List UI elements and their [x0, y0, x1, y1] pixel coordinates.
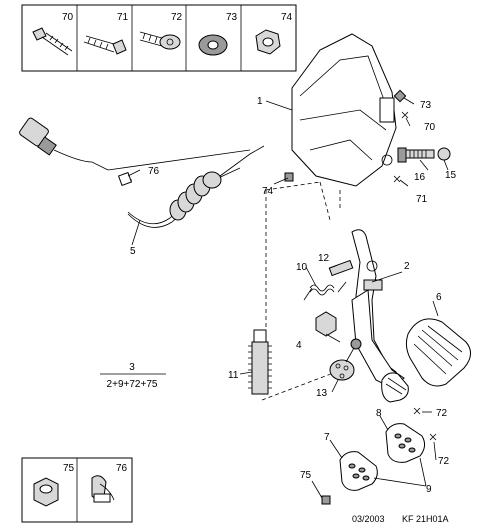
cable-boot [169, 171, 222, 221]
kit-formula: 3 2+9+72+75 [100, 362, 166, 390]
callout-4: 4 [296, 340, 302, 351]
legend-76-label: 76 [116, 463, 128, 474]
legend-70-label: 70 [62, 12, 74, 23]
callout-2: 2 [404, 261, 410, 272]
flange-bolt-icon [32, 27, 73, 56]
callout-73: 73 [420, 100, 432, 111]
pedal-housing [265, 33, 397, 187]
callout-75: 75 [300, 470, 312, 481]
clip-marker [117, 171, 133, 187]
pivot-pin [328, 259, 354, 277]
footer-date: 03/2003 [352, 514, 385, 524]
bushing [315, 311, 337, 337]
guide-lines [261, 181, 341, 401]
legend-75-label: 75 [63, 463, 75, 474]
legend-73-label: 73 [226, 12, 238, 23]
hex-bolt-icon [83, 35, 127, 55]
cable-clip-icon [91, 475, 115, 503]
callout-8: 8 [376, 408, 382, 419]
pedal-pad-8 [385, 423, 426, 463]
legend-top: 70 71 72 73 74 [21, 4, 297, 72]
callout-11: 11 [228, 370, 239, 381]
callout-70: 70 [424, 122, 436, 133]
leader-lines [127, 97, 449, 499]
return-spring [303, 281, 347, 301]
callout-72b: 72 [438, 456, 450, 467]
brake-pedal-arm [351, 289, 405, 389]
callout-1: 1 [257, 96, 263, 107]
clutch-cable [19, 117, 265, 228]
legend-bottom: 75 76 [21, 457, 133, 523]
callout-5: 5 [130, 246, 136, 257]
callout-12: 12 [318, 253, 330, 264]
pedal-pad-6 [405, 318, 471, 387]
fastener-markers [284, 89, 437, 505]
callout-72a: 72 [436, 408, 448, 419]
pedal-stop [329, 338, 362, 381]
legend-72-label: 72 [171, 12, 183, 23]
kit-components: 2+9+72+75 [107, 379, 158, 390]
footer-ref: KF 21H01A [402, 514, 449, 524]
callout-76: 76 [148, 166, 160, 177]
flanged-nut-icon [198, 34, 228, 56]
assist-spring [248, 329, 272, 395]
pedal-pad-arm [381, 372, 409, 403]
callout-74: 74 [262, 186, 274, 197]
callout-6: 6 [436, 292, 442, 303]
mounting-bolt [397, 147, 451, 163]
callout-9: 9 [426, 484, 432, 495]
kit-number: 3 [129, 362, 135, 373]
callout-7: 7 [324, 432, 330, 443]
pedal-pad-7 [339, 451, 378, 491]
callout-15: 15 [445, 170, 457, 181]
legend-74-label: 74 [281, 12, 293, 23]
callout-13: 13 [316, 388, 328, 399]
hex-nut-icon [255, 29, 281, 55]
callout-16: 16 [414, 172, 426, 183]
callout-10: 10 [296, 262, 308, 273]
torx-screw-icon [139, 31, 181, 50]
legend-71-label: 71 [117, 12, 129, 23]
footer: 03/2003 KF 21H01A [352, 514, 449, 524]
callout-71: 71 [416, 194, 428, 205]
callouts: 1 2 4 5 6 7 8 9 10 11 12 13 15 16 70 71 … [130, 96, 457, 495]
nut-icon [33, 477, 59, 507]
